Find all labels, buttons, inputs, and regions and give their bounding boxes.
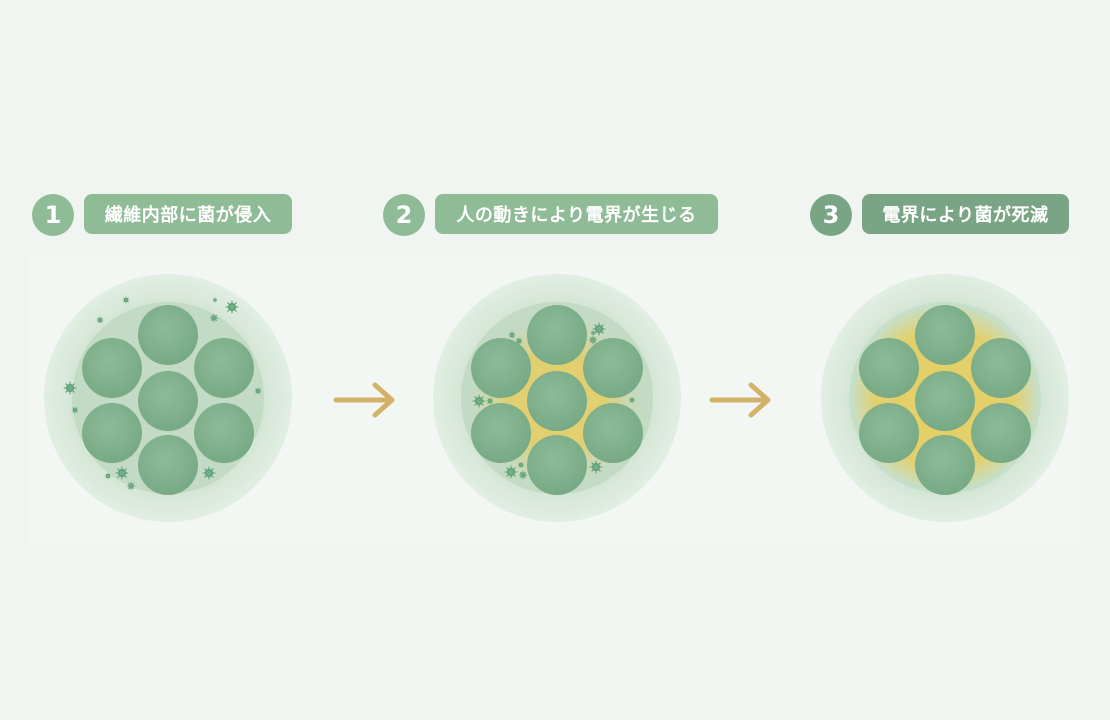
arrow-right-icon	[333, 380, 397, 420]
fiber-cross-section-icon	[821, 274, 1069, 522]
fiber-bundle	[471, 305, 643, 495]
fiber-cross-section-bacteria-eliminated	[820, 273, 1070, 523]
step-label-2: 人の動きにより電界が生じる	[435, 194, 718, 234]
fiber-cross-section-bacteria-invasion	[43, 273, 293, 523]
fiber-bundle	[859, 305, 1031, 495]
step-number-3: 3	[810, 194, 852, 236]
arrow-right-icon	[709, 380, 773, 420]
fiber-cross-section-icon	[433, 274, 681, 522]
fiber-cross-section-electric-field	[432, 273, 682, 523]
step-label-3: 電界により菌が死滅	[862, 194, 1069, 234]
step-number-2: 2	[383, 194, 425, 236]
step-number-1: 1	[32, 194, 74, 236]
step-label-1: 繊維内部に菌が侵入	[84, 194, 292, 234]
fiber-bundle	[82, 305, 254, 495]
fiber-cross-section-icon	[44, 274, 292, 522]
